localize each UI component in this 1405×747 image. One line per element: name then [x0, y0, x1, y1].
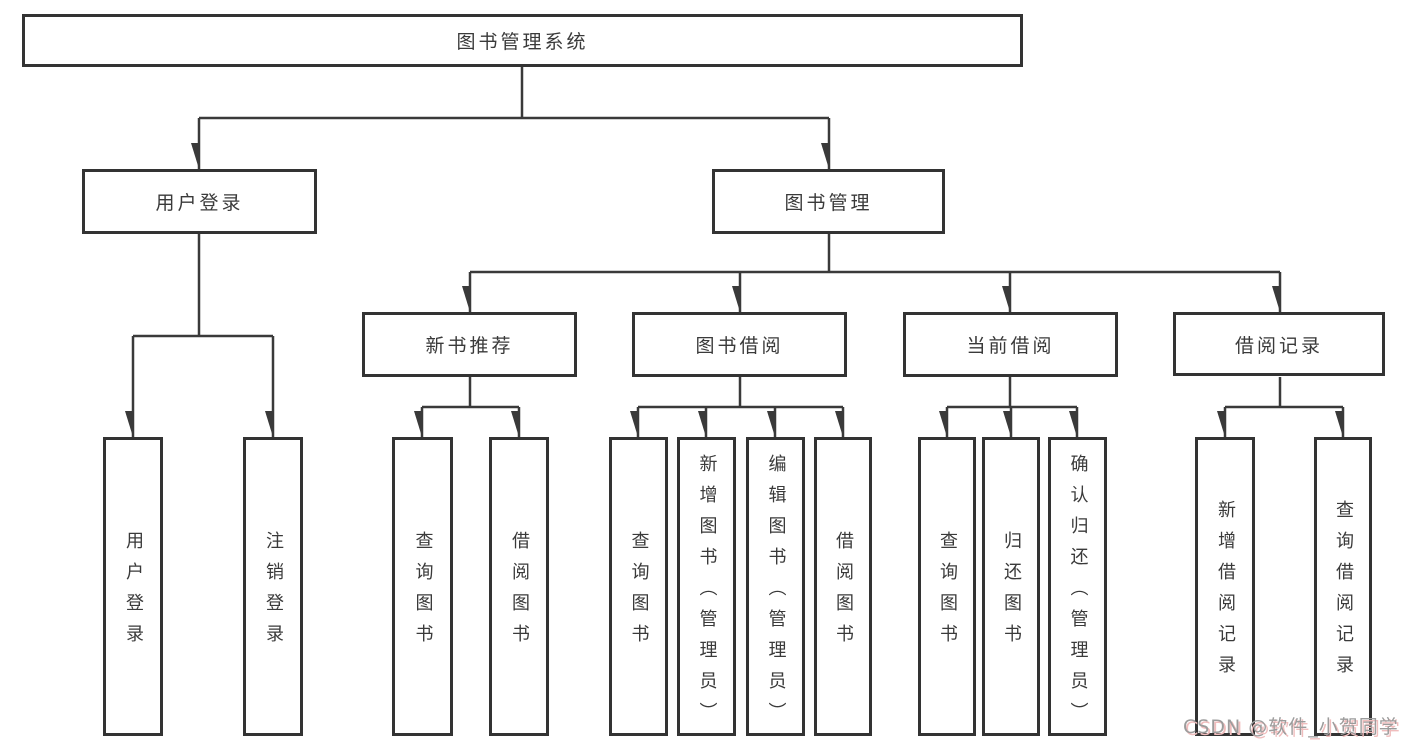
node-new-book-recommend-label: 新书推荐: [425, 335, 514, 357]
leaf-query-borrow-record-label: 查询借阅记录: [1333, 500, 1354, 686]
node-borrow-record-label: 借阅记录: [1234, 334, 1323, 357]
leaf-confirm-return-admin: 确认归还（管理员）: [1048, 437, 1107, 736]
node-borrow-record: 借阅记录: [1173, 312, 1385, 376]
leaf-user-login-label: 用户登录: [123, 531, 144, 655]
leaf-confirm-return-admin-label: 确认归还（管理员）: [1067, 453, 1089, 733]
leaf-edit-book-admin: 编辑图书（管理员）: [746, 437, 805, 736]
node-book-borrow-label: 图书借阅: [695, 335, 784, 357]
node-user-login: 用户登录: [82, 169, 317, 234]
leaf-borrow-book-recommend-label: 借阅图书: [509, 531, 530, 655]
node-new-book-recommend: 新书推荐: [362, 312, 577, 377]
leaf-query-borrow-record: 查询借阅记录: [1314, 437, 1372, 736]
node-book-borrow: 图书借阅: [632, 312, 847, 377]
leaf-borrow-book-label: 借阅图书: [833, 531, 854, 655]
leaf-query-book-current-label: 查询图书: [937, 531, 958, 655]
leaf-query-book-current: 查询图书: [918, 437, 976, 736]
csdn-watermark: CSDN @软件_小贺同学: [1183, 716, 1399, 738]
leaf-query-book-recommend: 查询图书: [392, 437, 453, 736]
node-book-management-label: 图书管理: [784, 192, 873, 214]
leaf-add-borrow-record: 新增借阅记录: [1195, 437, 1255, 736]
leaf-add-book-admin: 新增图书（管理员）: [677, 437, 736, 736]
leaf-query-book-borrow: 查询图书: [609, 437, 668, 736]
leaf-logout: 注销登录: [243, 437, 303, 736]
leaf-add-book-admin-label: 新增图书（管理员）: [696, 453, 718, 733]
leaf-borrow-book-recommend: 借阅图书: [489, 437, 549, 736]
leaf-borrow-book: 借阅图书: [814, 437, 872, 736]
leaf-query-book-recommend-label: 查询图书: [412, 531, 434, 655]
node-root-library-management-system: 图书管理系统: [22, 14, 1023, 67]
leaf-return-book-label: 归还图书: [1001, 531, 1022, 655]
leaf-query-book-borrow-label: 查询图书: [628, 531, 650, 655]
node-current-borrow: 当前借阅: [903, 312, 1118, 377]
leaf-return-book: 归还图书: [982, 437, 1040, 736]
node-current-borrow-label: 当前借阅: [966, 335, 1055, 357]
node-root-label: 图书管理系统: [456, 31, 589, 53]
leaf-logout-label: 注销登录: [263, 531, 284, 655]
node-book-management: 图书管理: [712, 169, 945, 234]
leaf-edit-book-admin-label: 编辑图书（管理员）: [765, 453, 787, 733]
leaf-user-login: 用户登录: [103, 437, 163, 736]
node-user-login-label: 用户登录: [155, 192, 244, 214]
leaf-add-borrow-record-label: 新增借阅记录: [1215, 500, 1236, 686]
